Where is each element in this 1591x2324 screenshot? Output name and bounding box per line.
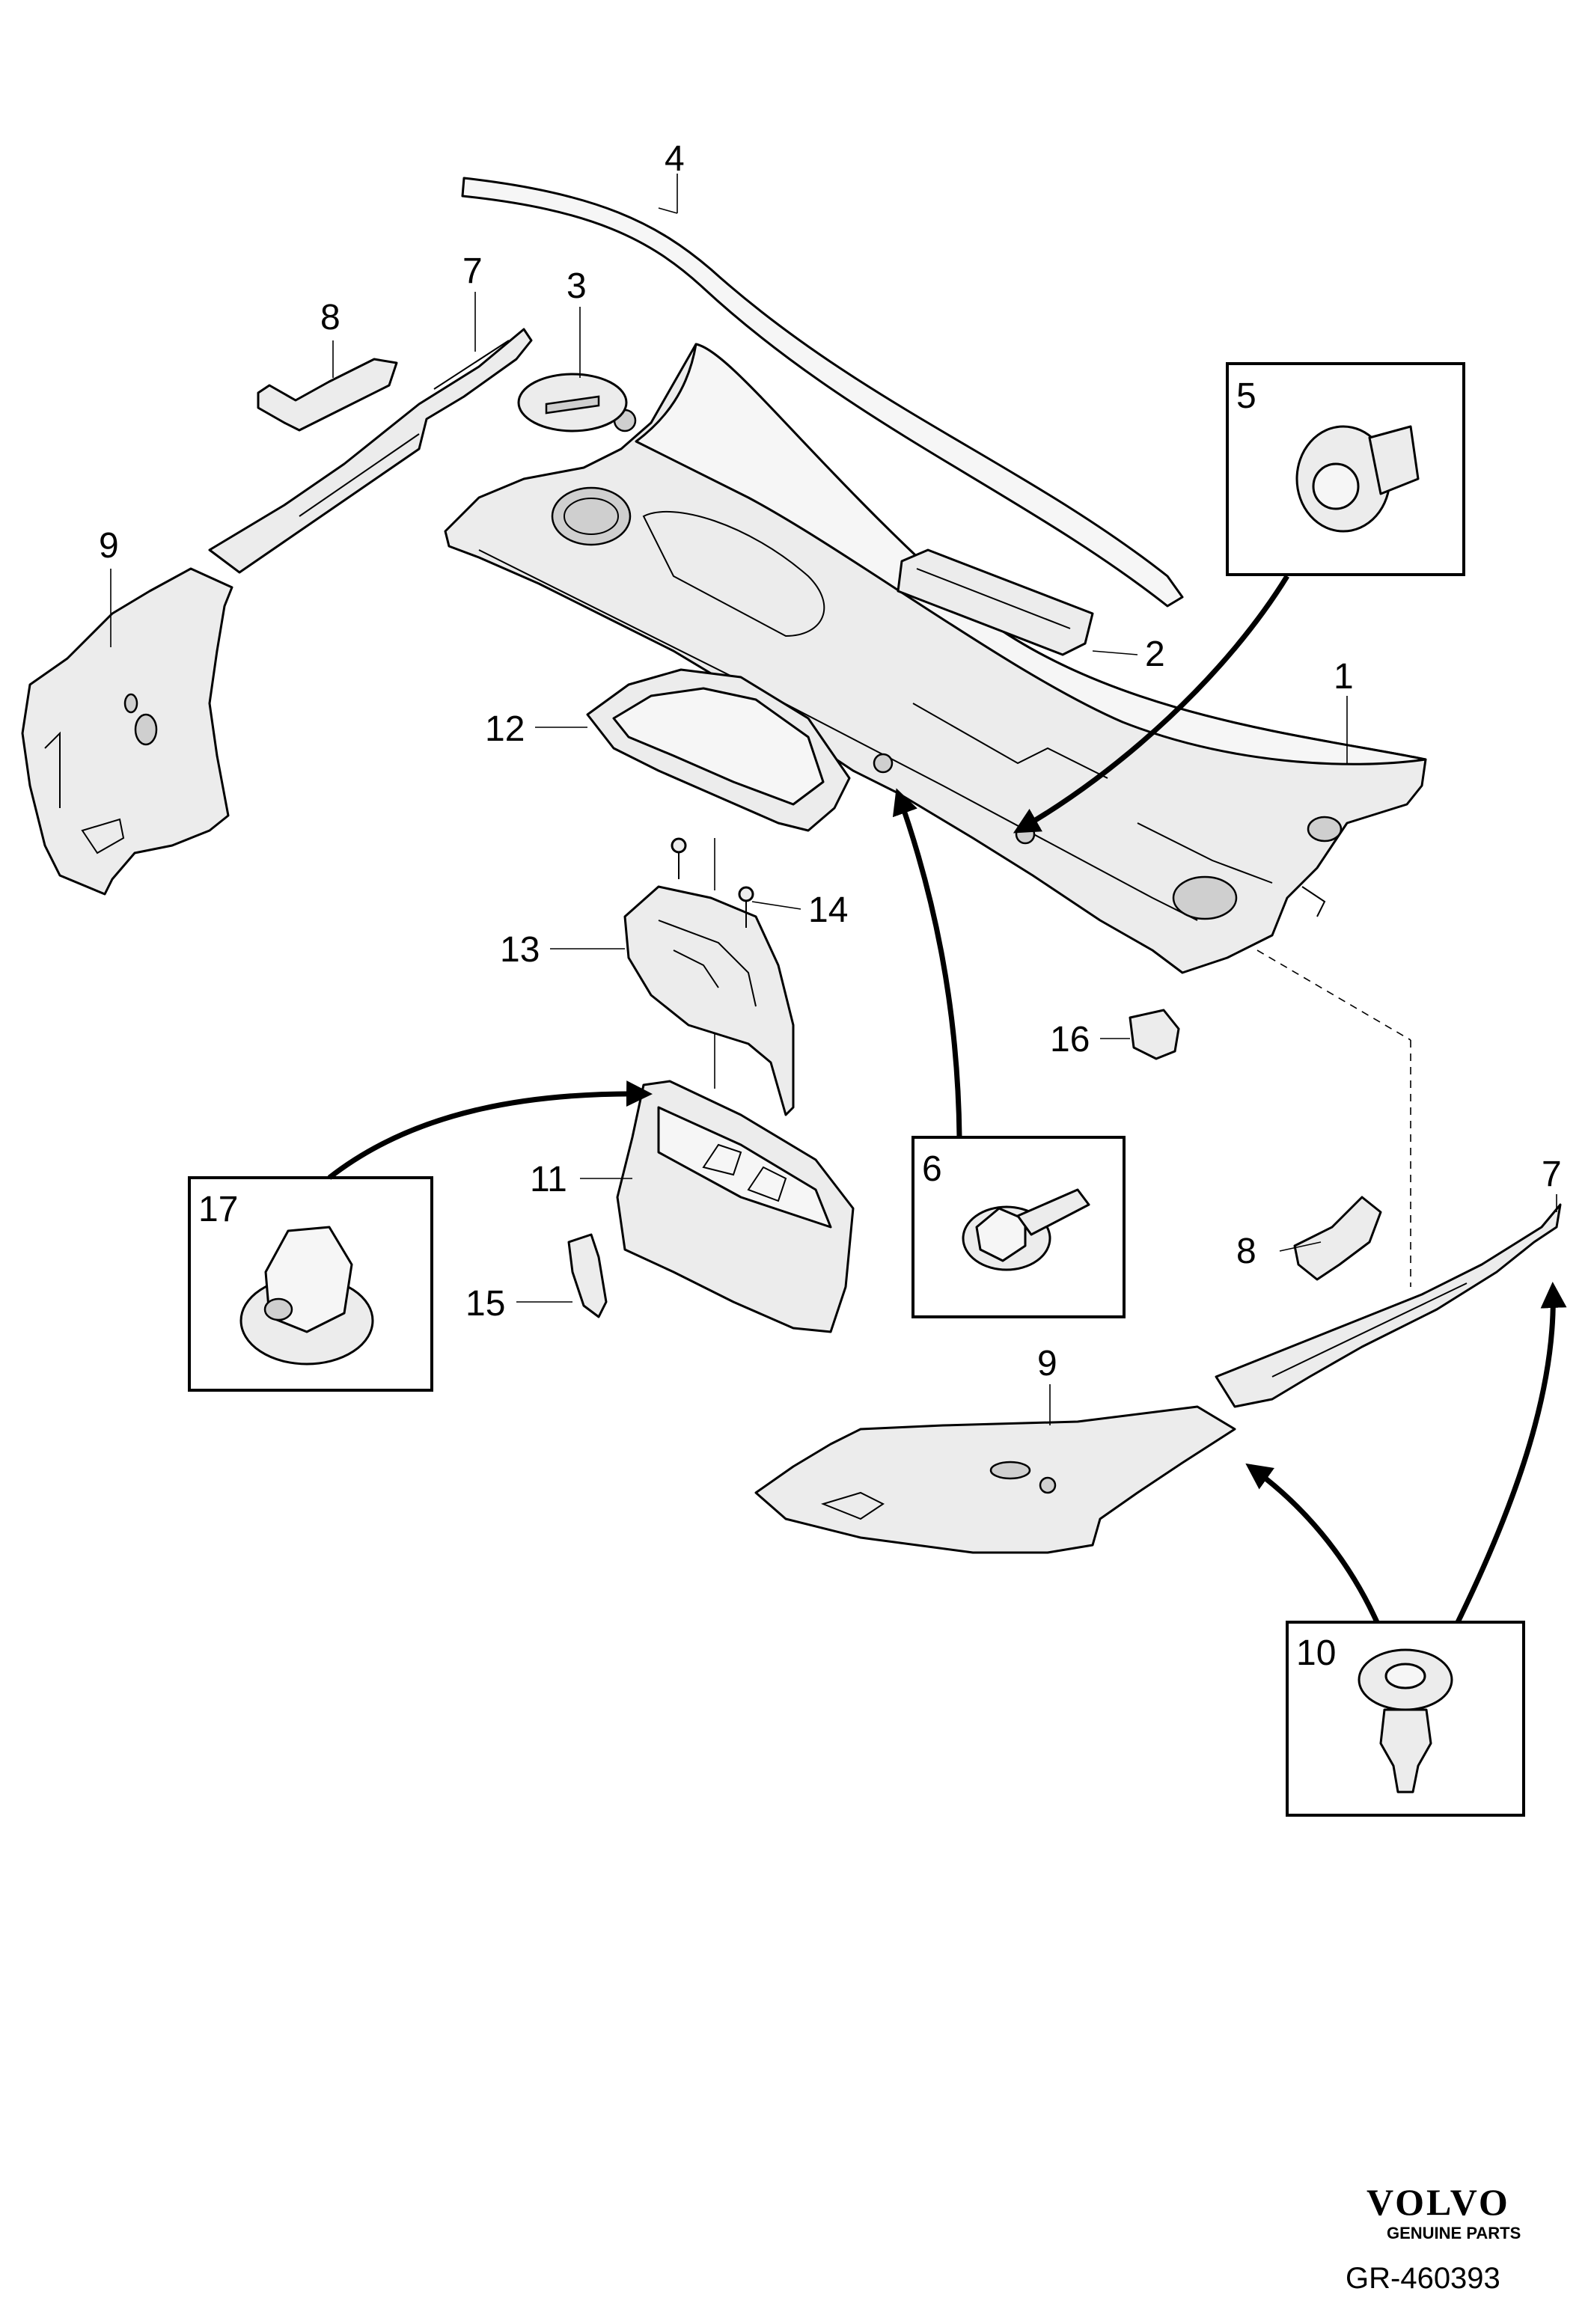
brand-tagline: GENUINE PARTS	[1387, 2224, 1521, 2242]
connector-part-16	[1129, 1009, 1180, 1060]
callout-5: 5	[1236, 376, 1256, 416]
callout-17: 17	[198, 1190, 238, 1229]
callout-6: 6	[922, 1149, 942, 1189]
callout-15: 15	[465, 1284, 505, 1324]
detail-box-17	[188, 1176, 433, 1392]
bracket-clip-part-15	[567, 1233, 608, 1318]
detail-box-10	[1286, 1621, 1525, 1817]
callout-13: 13	[500, 930, 540, 970]
drain-box-part-11	[616, 1080, 855, 1333]
liner-left-part-9	[21, 567, 233, 896]
callout-7-right: 7	[1542, 1155, 1562, 1194]
callout-7-left: 7	[462, 251, 483, 291]
callout-11: 11	[530, 1160, 567, 1199]
callout-2: 2	[1145, 634, 1165, 674]
indicator-arrows	[327, 575, 1567, 1624]
callout-14: 14	[808, 890, 848, 930]
callout-1: 1	[1334, 657, 1354, 697]
seal-strip-part-4	[461, 177, 1184, 608]
clip-bracket-right-part-8	[1293, 1196, 1382, 1281]
clip-bracket-left-part-8	[257, 358, 398, 432]
pins-part-14	[671, 837, 754, 928]
callout-9-right: 9	[1037, 1344, 1057, 1383]
leader-lines	[110, 174, 1557, 1425]
callout-8-left: 8	[320, 298, 341, 337]
detail-box-6	[911, 1136, 1126, 1318]
brand-logo: VOLVO	[1366, 2181, 1510, 2223]
duct-frame-part-12	[586, 668, 851, 832]
reference-code: GR-460393	[1346, 2262, 1500, 2295]
callout-4: 4	[665, 139, 685, 179]
side-trim-left-part-7	[208, 328, 533, 574]
cover-cap-part-2	[897, 548, 1094, 656]
duct-upper-part-13	[623, 885, 795, 1116]
callout-8-right: 8	[1236, 1232, 1256, 1271]
callout-16: 16	[1050, 1020, 1090, 1059]
callout-3: 3	[567, 266, 587, 306]
grommet-part-3	[517, 373, 628, 432]
footer: VOLVO GENUINE PARTS GR-460393	[1346, 2181, 1521, 2295]
cowl-panel-part-1	[444, 343, 1427, 974]
callout-labels: 1 2 3 4 5 6 7 7 8 8 9 9 10 11 12 13 14 1…	[99, 139, 1562, 1673]
callout-9-left: 9	[99, 526, 119, 566]
detail-box-5	[1226, 362, 1465, 576]
callout-12: 12	[485, 709, 525, 749]
side-trim-right-part-7	[1215, 1203, 1562, 1408]
liner-right-part-9	[754, 1405, 1236, 1554]
callout-10: 10	[1296, 1633, 1336, 1673]
